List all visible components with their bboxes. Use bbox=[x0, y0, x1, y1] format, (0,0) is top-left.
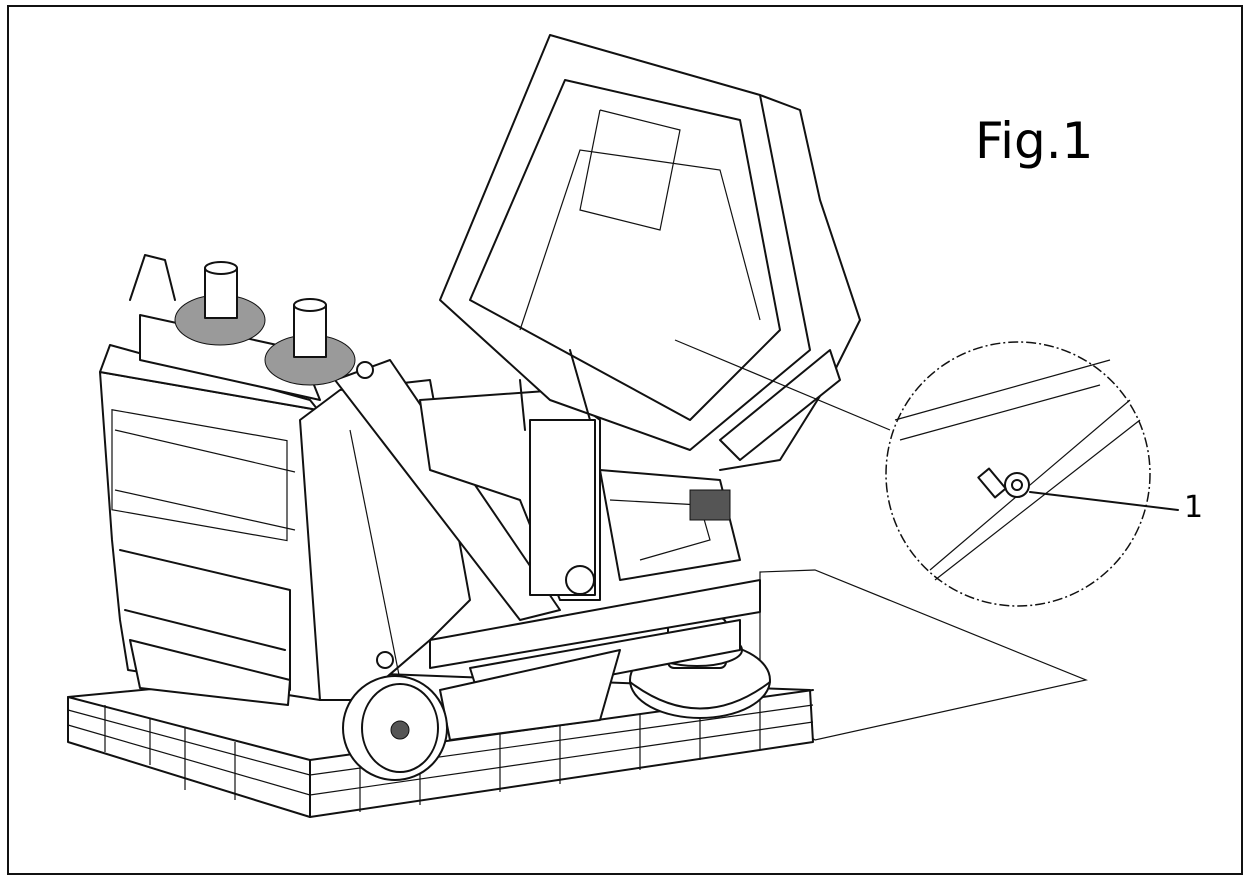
machine-body bbox=[99, 344, 761, 741]
internal-components bbox=[419, 389, 741, 601]
leader-line bbox=[674, 339, 891, 431]
callout-number: 1 bbox=[1184, 490, 1204, 525]
filter-canisters bbox=[129, 254, 356, 401]
hopper-open bbox=[439, 34, 861, 471]
detail-circle bbox=[885, 341, 1179, 607]
rear-wheel bbox=[342, 675, 448, 781]
figure-border bbox=[7, 5, 1243, 875]
callout-leader bbox=[1029, 491, 1179, 511]
figure-title: Fig.1 bbox=[975, 112, 1094, 170]
